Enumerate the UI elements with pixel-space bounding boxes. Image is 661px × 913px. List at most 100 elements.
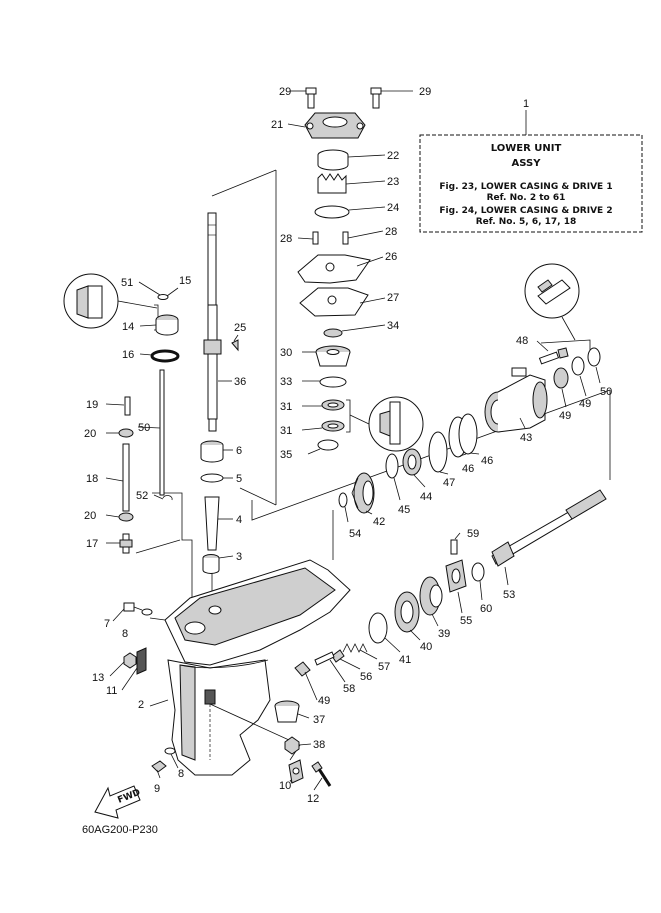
clamp-20-lower: [118, 512, 134, 522]
plug-50: [294, 661, 311, 677]
seal-48: [553, 367, 569, 389]
bearing-6: [200, 440, 224, 463]
ring-61: [471, 562, 485, 582]
bolt-12: [311, 761, 332, 787]
callout-55: 54: [349, 528, 361, 540]
clamp-20-upper: [118, 428, 134, 438]
pin-60: [450, 539, 458, 555]
lower-casing-2: [149, 559, 351, 776]
nut-13: [123, 652, 137, 669]
slider-57: [331, 649, 345, 663]
gasket-24: [314, 205, 350, 219]
lower-small-parts: [274, 661, 332, 787]
callout-13: 13: [92, 672, 104, 684]
housing-30: [315, 345, 351, 367]
bolt-7: [123, 602, 135, 612]
leader-lines: [105, 90, 601, 791]
callout-61: 60: [480, 603, 492, 615]
callout-8-upper: 8: [122, 628, 128, 640]
propeller-shaft-54: [491, 489, 607, 567]
callout-10: 10: [279, 780, 291, 792]
callout-34: 35: [280, 449, 292, 461]
callout-5: 5: [236, 473, 242, 485]
pump-housing-21: [304, 112, 366, 139]
pin-28-left: [312, 231, 319, 245]
callout-20-upper: 20: [84, 428, 96, 440]
info-box-line-2: Ref. No. 2 to 61: [487, 193, 566, 203]
callout-45: 45: [398, 504, 410, 516]
info-box-subtitle: ASSY: [512, 158, 542, 169]
info-box-line-4: Ref. No. 5, 6, 17, 18: [476, 217, 577, 227]
spring-58: [342, 643, 368, 653]
shift-rod-51: [159, 369, 165, 496]
bearing-39: [394, 591, 420, 633]
callout-48: 49: [559, 410, 571, 422]
washer-34: [317, 439, 339, 451]
bolt-29-right: [370, 87, 382, 109]
callout-11: 11: [106, 685, 117, 697]
seal-31-lower: [321, 420, 345, 432]
info-box-line-3: Fig. 24, LOWER CASING & DRIVE 2: [439, 206, 612, 216]
info-box-line-1: Fig. 23, LOWER CASING & DRIVE 1: [439, 182, 612, 192]
key-25: [231, 339, 239, 352]
impeller-23: [317, 173, 347, 194]
callout-60: 59: [467, 528, 479, 540]
callout-27: 27: [387, 292, 399, 304]
pin-28-right: [342, 231, 349, 245]
callout-15: 15: [179, 275, 191, 287]
bolt-43: [538, 347, 569, 365]
callout-33: 34: [387, 320, 399, 332]
seal-49-b: [587, 347, 601, 367]
callout-28-left: 28: [280, 233, 292, 245]
callout-12: 12: [307, 793, 319, 805]
bolt-29-left: [305, 87, 317, 109]
callout-47: 47: [443, 477, 455, 489]
oil-seal-33: [323, 328, 343, 338]
o-ring-16: [150, 349, 180, 363]
o-ring-47: [428, 431, 448, 473]
callout-31-lower: 31: [280, 425, 292, 437]
callout-57: 56: [360, 671, 372, 683]
callout-37: 38: [313, 739, 325, 751]
holder-14: [155, 314, 179, 336]
callout-8-lower: 8: [178, 768, 184, 780]
washer-8-upper: [141, 608, 153, 616]
insert-cartridge-22: [317, 149, 349, 171]
diagram-code: 60AG200-P230: [82, 824, 158, 836]
callout-6: 6: [236, 445, 242, 457]
sleeve-4: [204, 496, 220, 551]
shim-40: [368, 612, 388, 644]
callout-58: 57: [378, 661, 390, 673]
callout-9: 9: [154, 783, 160, 795]
callout-32: 33: [280, 376, 292, 388]
callout-25: 25: [234, 322, 246, 334]
callout-2: 2: [138, 699, 144, 711]
bearing-44: [402, 448, 422, 476]
callout-39: 40: [420, 641, 432, 653]
left-parts: [63, 273, 180, 773]
callout-26: 26: [385, 251, 397, 263]
info-box: 1 LOWER UNIT ASSY Fig. 23, LOWER CASING …: [419, 98, 643, 233]
callout-36: 37: [313, 714, 325, 726]
hose-18: [122, 443, 130, 512]
o-ring-32: [319, 376, 347, 388]
callout-19: 19: [86, 399, 98, 411]
callout-20-lower: 20: [84, 510, 96, 522]
callout-46-a: 46: [462, 463, 474, 475]
seal-31-upper: [321, 399, 345, 411]
screw-19: [124, 396, 131, 416]
plate-10: [288, 759, 304, 784]
seal-49-a: [571, 356, 585, 376]
gear-38: [419, 576, 443, 616]
plunger-59: [314, 651, 335, 666]
callout-51: 50: [138, 422, 150, 434]
clip-53: [162, 495, 173, 501]
callout-52: 51: [121, 277, 133, 289]
callout-30: 30: [280, 347, 292, 359]
callout-18: 18: [86, 473, 98, 485]
callout-22: 22: [387, 150, 399, 162]
callout-labels: 29 29 21 22 23 24 28 28 26 27 34 30 33 3…: [84, 86, 612, 805]
clip-52: [157, 294, 169, 300]
callout-50: 49: [318, 695, 330, 707]
